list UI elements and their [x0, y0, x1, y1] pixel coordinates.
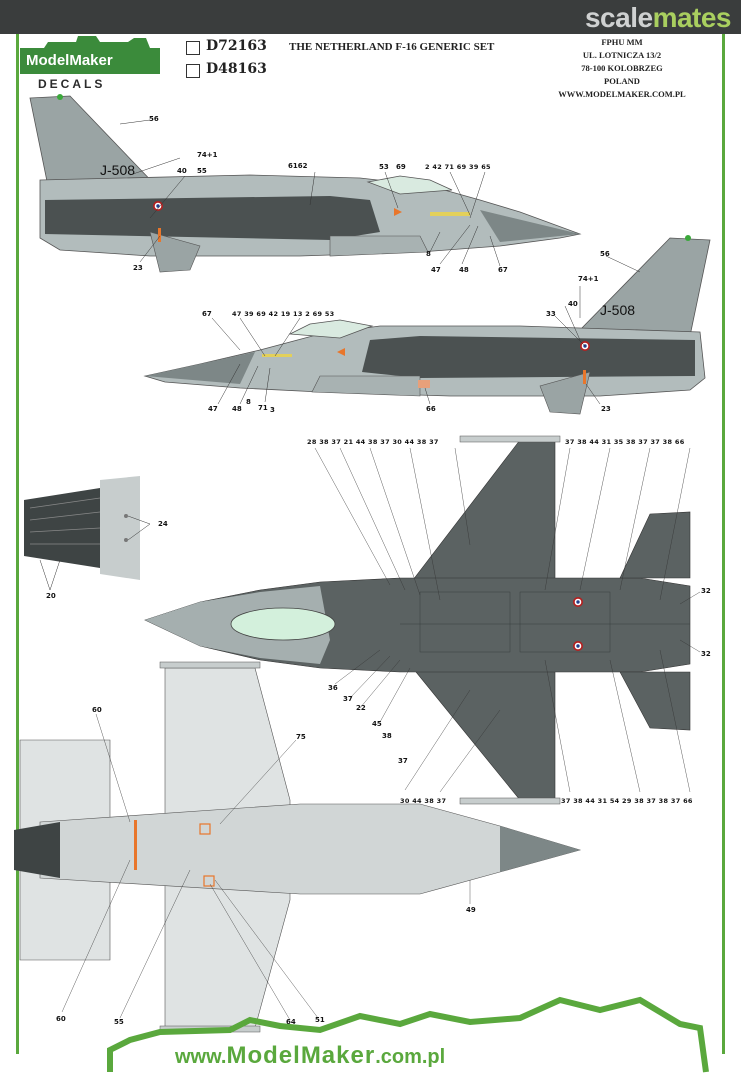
label: 71 — [258, 404, 268, 412]
label: 56 — [600, 250, 610, 258]
tail-light — [685, 235, 691, 241]
stabilizer — [149, 231, 201, 273]
label: 55 — [114, 1018, 124, 1026]
label: 48 — [459, 266, 469, 274]
stencil-orange — [418, 380, 430, 388]
intake — [329, 235, 429, 257]
address-line: POLAND — [604, 76, 640, 86]
label: 36 — [328, 684, 338, 692]
label: 24 — [158, 520, 168, 528]
stripe-orange — [158, 228, 161, 242]
canopy — [366, 175, 453, 195]
label: 51 — [315, 1016, 325, 1024]
label: 69 — [396, 163, 406, 171]
tail-code-right: J-508 — [600, 302, 636, 318]
marking-orange — [394, 208, 402, 216]
label: 40 — [568, 300, 578, 308]
dark-fuselage — [362, 336, 695, 378]
label: 37 — [343, 695, 353, 703]
set-title: THE NETHERLAND F-16 GENERIC SET — [289, 41, 495, 53]
dark-fuselage — [45, 196, 380, 240]
address-line: 78-100 KOLOBRZEG — [581, 63, 663, 73]
label: 23 — [601, 405, 611, 413]
address-line: FPHU MM — [601, 37, 643, 47]
label-row: 47 39 69 42 19 13 2 69 53 — [232, 310, 335, 318]
intake — [311, 375, 421, 397]
label: 37 — [398, 757, 408, 765]
canopy — [288, 319, 374, 339]
top-view — [144, 435, 701, 805]
side-view-left — [29, 94, 582, 273]
nose-cone — [145, 352, 255, 384]
label: 67 — [202, 310, 212, 318]
stripe-orange — [583, 370, 586, 384]
canopy-top — [230, 607, 336, 641]
label-row: 28 38 37 21 44 38 37 30 44 38 37 — [307, 438, 439, 446]
checkbox-d48163[interactable] — [186, 64, 200, 78]
label: 6162 — [288, 162, 308, 170]
label-row: 2 42 71 69 39 65 — [425, 163, 491, 171]
frame-right — [722, 34, 725, 1054]
label: 55 — [197, 167, 207, 175]
label: 56 — [149, 115, 159, 123]
label: 3 — [270, 406, 275, 414]
footer-outline — [107, 996, 709, 1073]
nose-cone — [480, 210, 580, 242]
modelmaker-logo: ModelMaker DECALS — [16, 34, 164, 91]
label: 22 — [356, 704, 366, 712]
footer-url[interactable]: www.ModelMaker.com.pl — [175, 1042, 446, 1069]
label: 32 — [701, 650, 711, 658]
label: 74+1 — [197, 151, 218, 159]
label: 8 — [426, 250, 431, 258]
tail-code-left: J-508 — [100, 162, 136, 178]
stencil-yellow — [262, 354, 292, 357]
label: 32 — [701, 587, 711, 595]
label: 45 — [372, 720, 382, 728]
checkbox-d72163[interactable] — [186, 41, 200, 55]
label: 23 — [133, 264, 143, 272]
label: 74+1 — [578, 275, 599, 283]
nozzle-detail — [24, 476, 151, 591]
label: 47 — [208, 405, 218, 413]
label-row: 30 44 38 37 — [400, 797, 447, 805]
label: 38 — [382, 732, 392, 740]
side-view-right — [143, 235, 711, 415]
decals-wordmark: DECALS — [38, 77, 106, 91]
label: 48 — [232, 405, 242, 413]
label: 53 — [379, 163, 389, 171]
label: 40 — [177, 167, 187, 175]
label-row: 37 38 44 31 54 29 38 37 38 37 66 — [561, 797, 693, 805]
label: 60 — [56, 1015, 66, 1023]
bottom-view — [14, 661, 582, 1033]
label: 67 — [498, 266, 508, 274]
marking-orange — [337, 348, 345, 356]
label: 47 — [431, 266, 441, 274]
address-url[interactable]: WWW.MODELMAKER.COM.PL — [558, 89, 686, 99]
label: 64 — [286, 1018, 296, 1026]
label: 49 — [466, 906, 476, 914]
watermark-bar: scalemates — [0, 0, 741, 34]
stencil-yellow — [430, 212, 470, 216]
scalemates-logo[interactable]: scalemates — [584, 2, 732, 33]
modelmaker-wordmark: ModelMaker — [26, 52, 113, 69]
stabilizer — [539, 371, 591, 415]
code-d72163: D72163 — [206, 38, 267, 54]
address-line: UL. LOTNICZA 13/2 — [582, 50, 662, 60]
label: 8 — [246, 398, 251, 406]
frame-left — [16, 34, 19, 1054]
address-block: FPHU MM UL. LOTNICZA 13/2 78-100 KOLOBRZ… — [527, 36, 717, 101]
label-row: 37 38 44 31 35 38 37 37 38 66 — [565, 438, 685, 446]
label: 66 — [426, 405, 436, 413]
label: 60 — [92, 706, 102, 714]
label: 75 — [296, 733, 306, 741]
label: 33 — [546, 310, 556, 318]
code-d48163: D48163 — [206, 61, 267, 77]
label: 20 — [46, 592, 56, 600]
tail-light — [57, 94, 63, 100]
